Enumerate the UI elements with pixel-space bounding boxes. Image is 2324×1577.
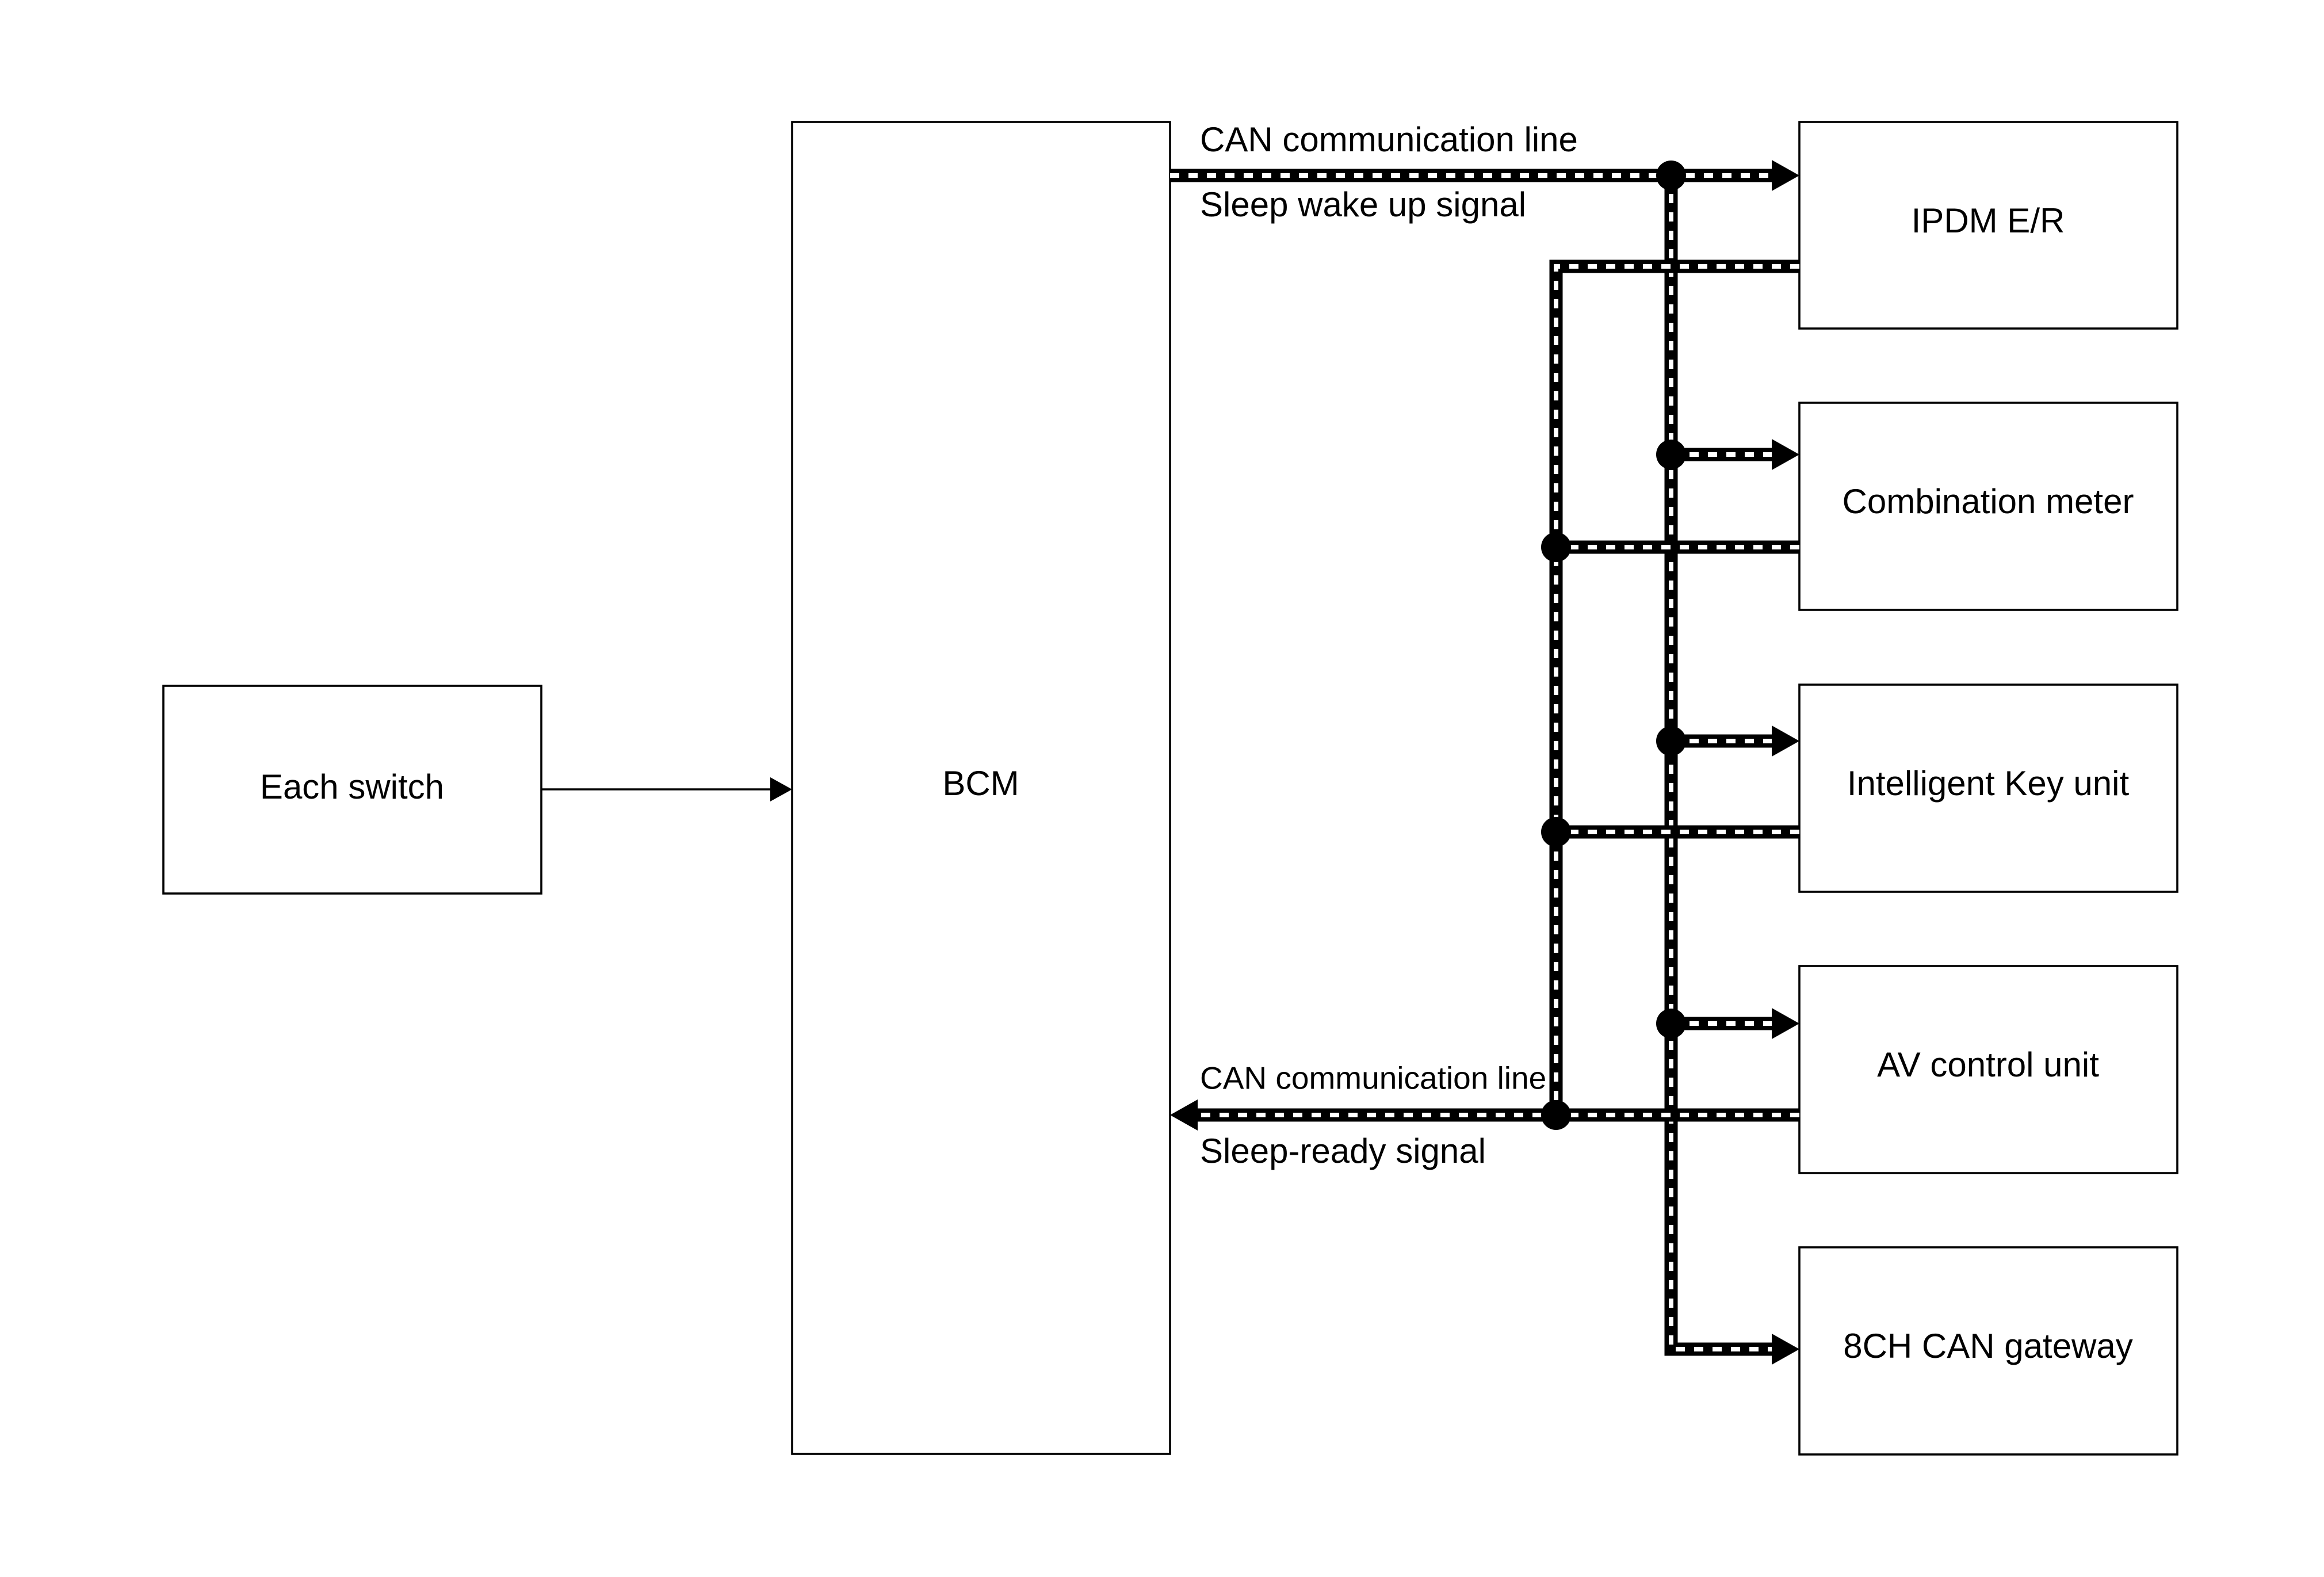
sleep-ready-bus	[1194, 259, 1799, 1122]
junction-dot	[1541, 532, 1571, 562]
junction-dot	[1656, 440, 1686, 469]
arrow-to-8ch-can-gateway	[1772, 1334, 1799, 1365]
ipdm-er-label: IPDM E/R	[1912, 201, 2065, 240]
junction-dot	[1656, 1009, 1686, 1038]
bus-arrowheads	[1170, 160, 1799, 1365]
right-box-combination-meter: Combination meter	[1798, 402, 2178, 611]
left-box-each-switch: Each switch	[162, 685, 542, 895]
wake-up-bus	[1170, 169, 1778, 1356]
arrow-to-bcm	[1170, 1099, 1198, 1131]
combination-meter-label: Combination meter	[1843, 482, 2134, 521]
each-switch-label: Each switch	[260, 768, 444, 806]
bottom-can-line-label: CAN communication line	[1200, 1060, 1546, 1096]
arrow-to-ipdm	[1772, 160, 1799, 191]
right-box-av-control-unit: AV control unit	[1798, 965, 2178, 1174]
right-box-8ch-can-gateway: 8CH CAN gateway	[1798, 1246, 2178, 1456]
junction-dots	[1541, 161, 1686, 1130]
junction-dot	[1656, 161, 1686, 190]
arrow-to-intelligent-key	[1772, 726, 1799, 757]
arrow-to-combination-meter	[1772, 439, 1799, 470]
junction-dot	[1656, 726, 1686, 756]
8ch-can-gateway-label: 8CH CAN gateway	[1843, 1327, 2133, 1365]
bcm-label: BCM	[942, 764, 1019, 803]
av-control-unit-label: AV control unit	[1877, 1045, 2099, 1084]
sleep-ready-signal-label: Sleep-ready signal	[1200, 1132, 1486, 1170]
arrow-to-av-control-unit	[1772, 1008, 1799, 1039]
each-switch-to-bcm-arrow	[541, 777, 792, 801]
right-box-ipdm-er: IPDM E/R	[1798, 121, 2178, 330]
right-box-intelligent-key-unit: Intelligent Key unit	[1798, 684, 2178, 893]
center-box-bcm: BCM	[791, 121, 1171, 1455]
junction-dot	[1541, 817, 1571, 847]
junction-dot	[1541, 1100, 1571, 1130]
intelligent-key-unit-label: Intelligent Key unit	[1847, 764, 2130, 803]
top-can-line-label: CAN communication line	[1200, 120, 1578, 159]
sleep-wake-up-signal-label: Sleep wake up signal	[1200, 185, 1526, 224]
